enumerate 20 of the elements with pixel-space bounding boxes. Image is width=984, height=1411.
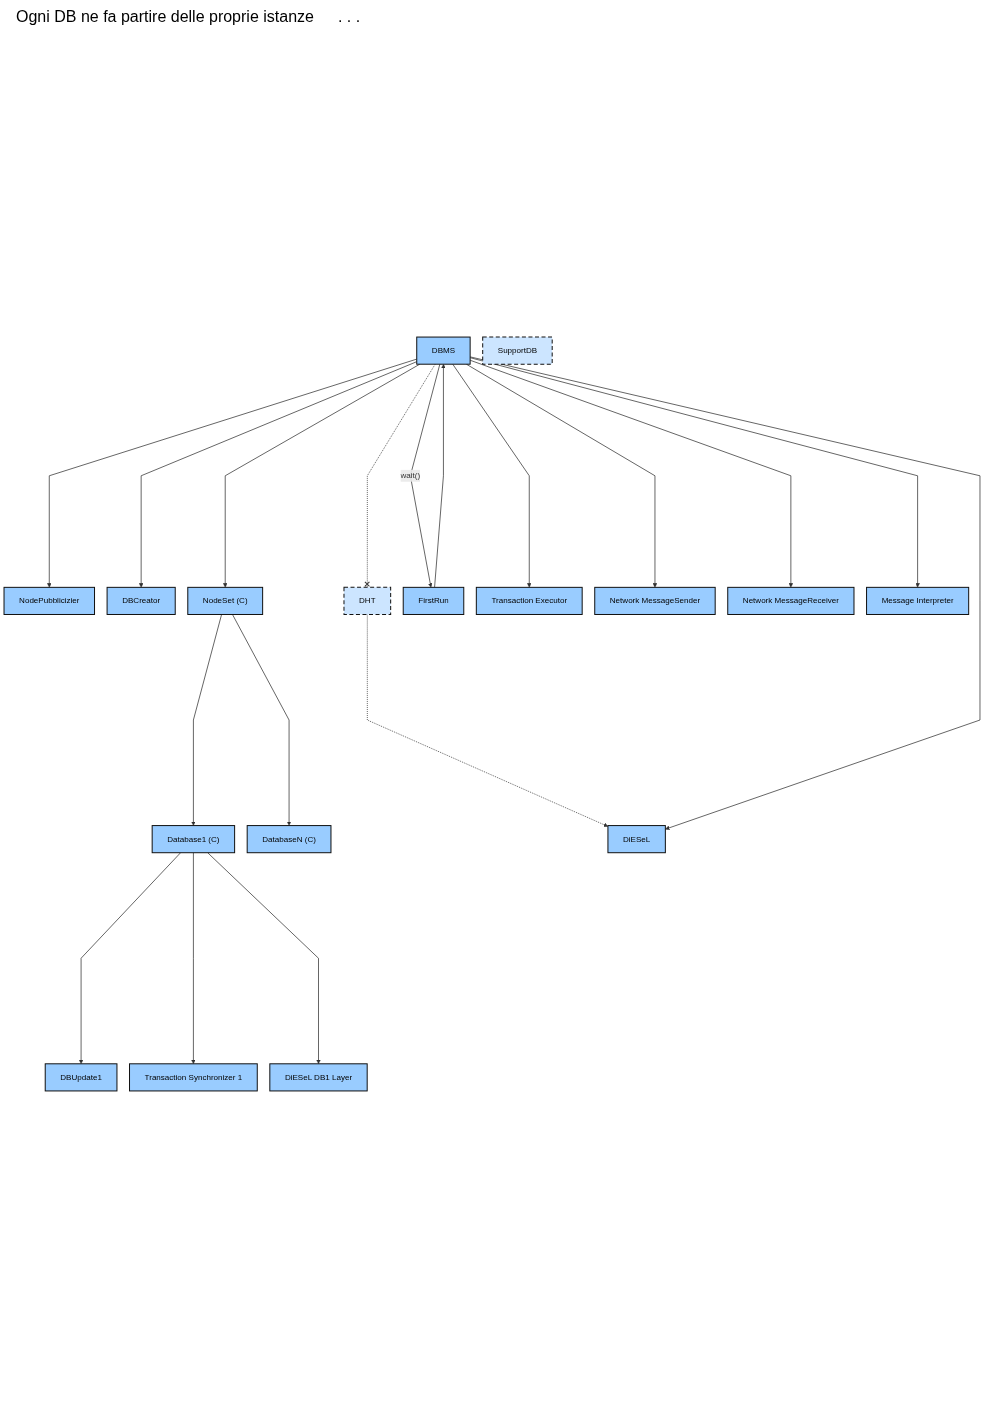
node-box: Transaction Synchronizer 1 — [129, 1063, 258, 1092]
node-box: Network MessageReceiver — [727, 586, 855, 615]
node-box: Transaction Executor — [475, 586, 583, 615]
node-box: DBCreator — [106, 586, 176, 615]
node-box: NodePubblicizier — [3, 586, 96, 615]
node-box: DiESeL DB1 Layer — [269, 1063, 368, 1092]
node-box: DiESeL — [607, 825, 666, 854]
node-box: DBMS — [416, 336, 471, 365]
node-box: DatabaseN (C) — [246, 825, 332, 854]
edge-label: wait() — [400, 471, 421, 480]
node-box: SupportDB — [482, 336, 553, 365]
node-box: Database1 (C) — [151, 825, 236, 854]
node-box: DBUpdate1 — [44, 1063, 118, 1092]
node-box: DHT — [343, 586, 392, 615]
node-box: Message Interpreter — [866, 586, 970, 615]
note-text: . . . — [337, 8, 361, 25]
node-box: NodeSet (C) — [187, 586, 264, 615]
node-box: FirstRun — [402, 586, 465, 615]
note-text: Ogni DB ne fa partire delle proprie istanze — [16, 8, 314, 25]
node-box: Network MessageSender — [594, 586, 716, 615]
